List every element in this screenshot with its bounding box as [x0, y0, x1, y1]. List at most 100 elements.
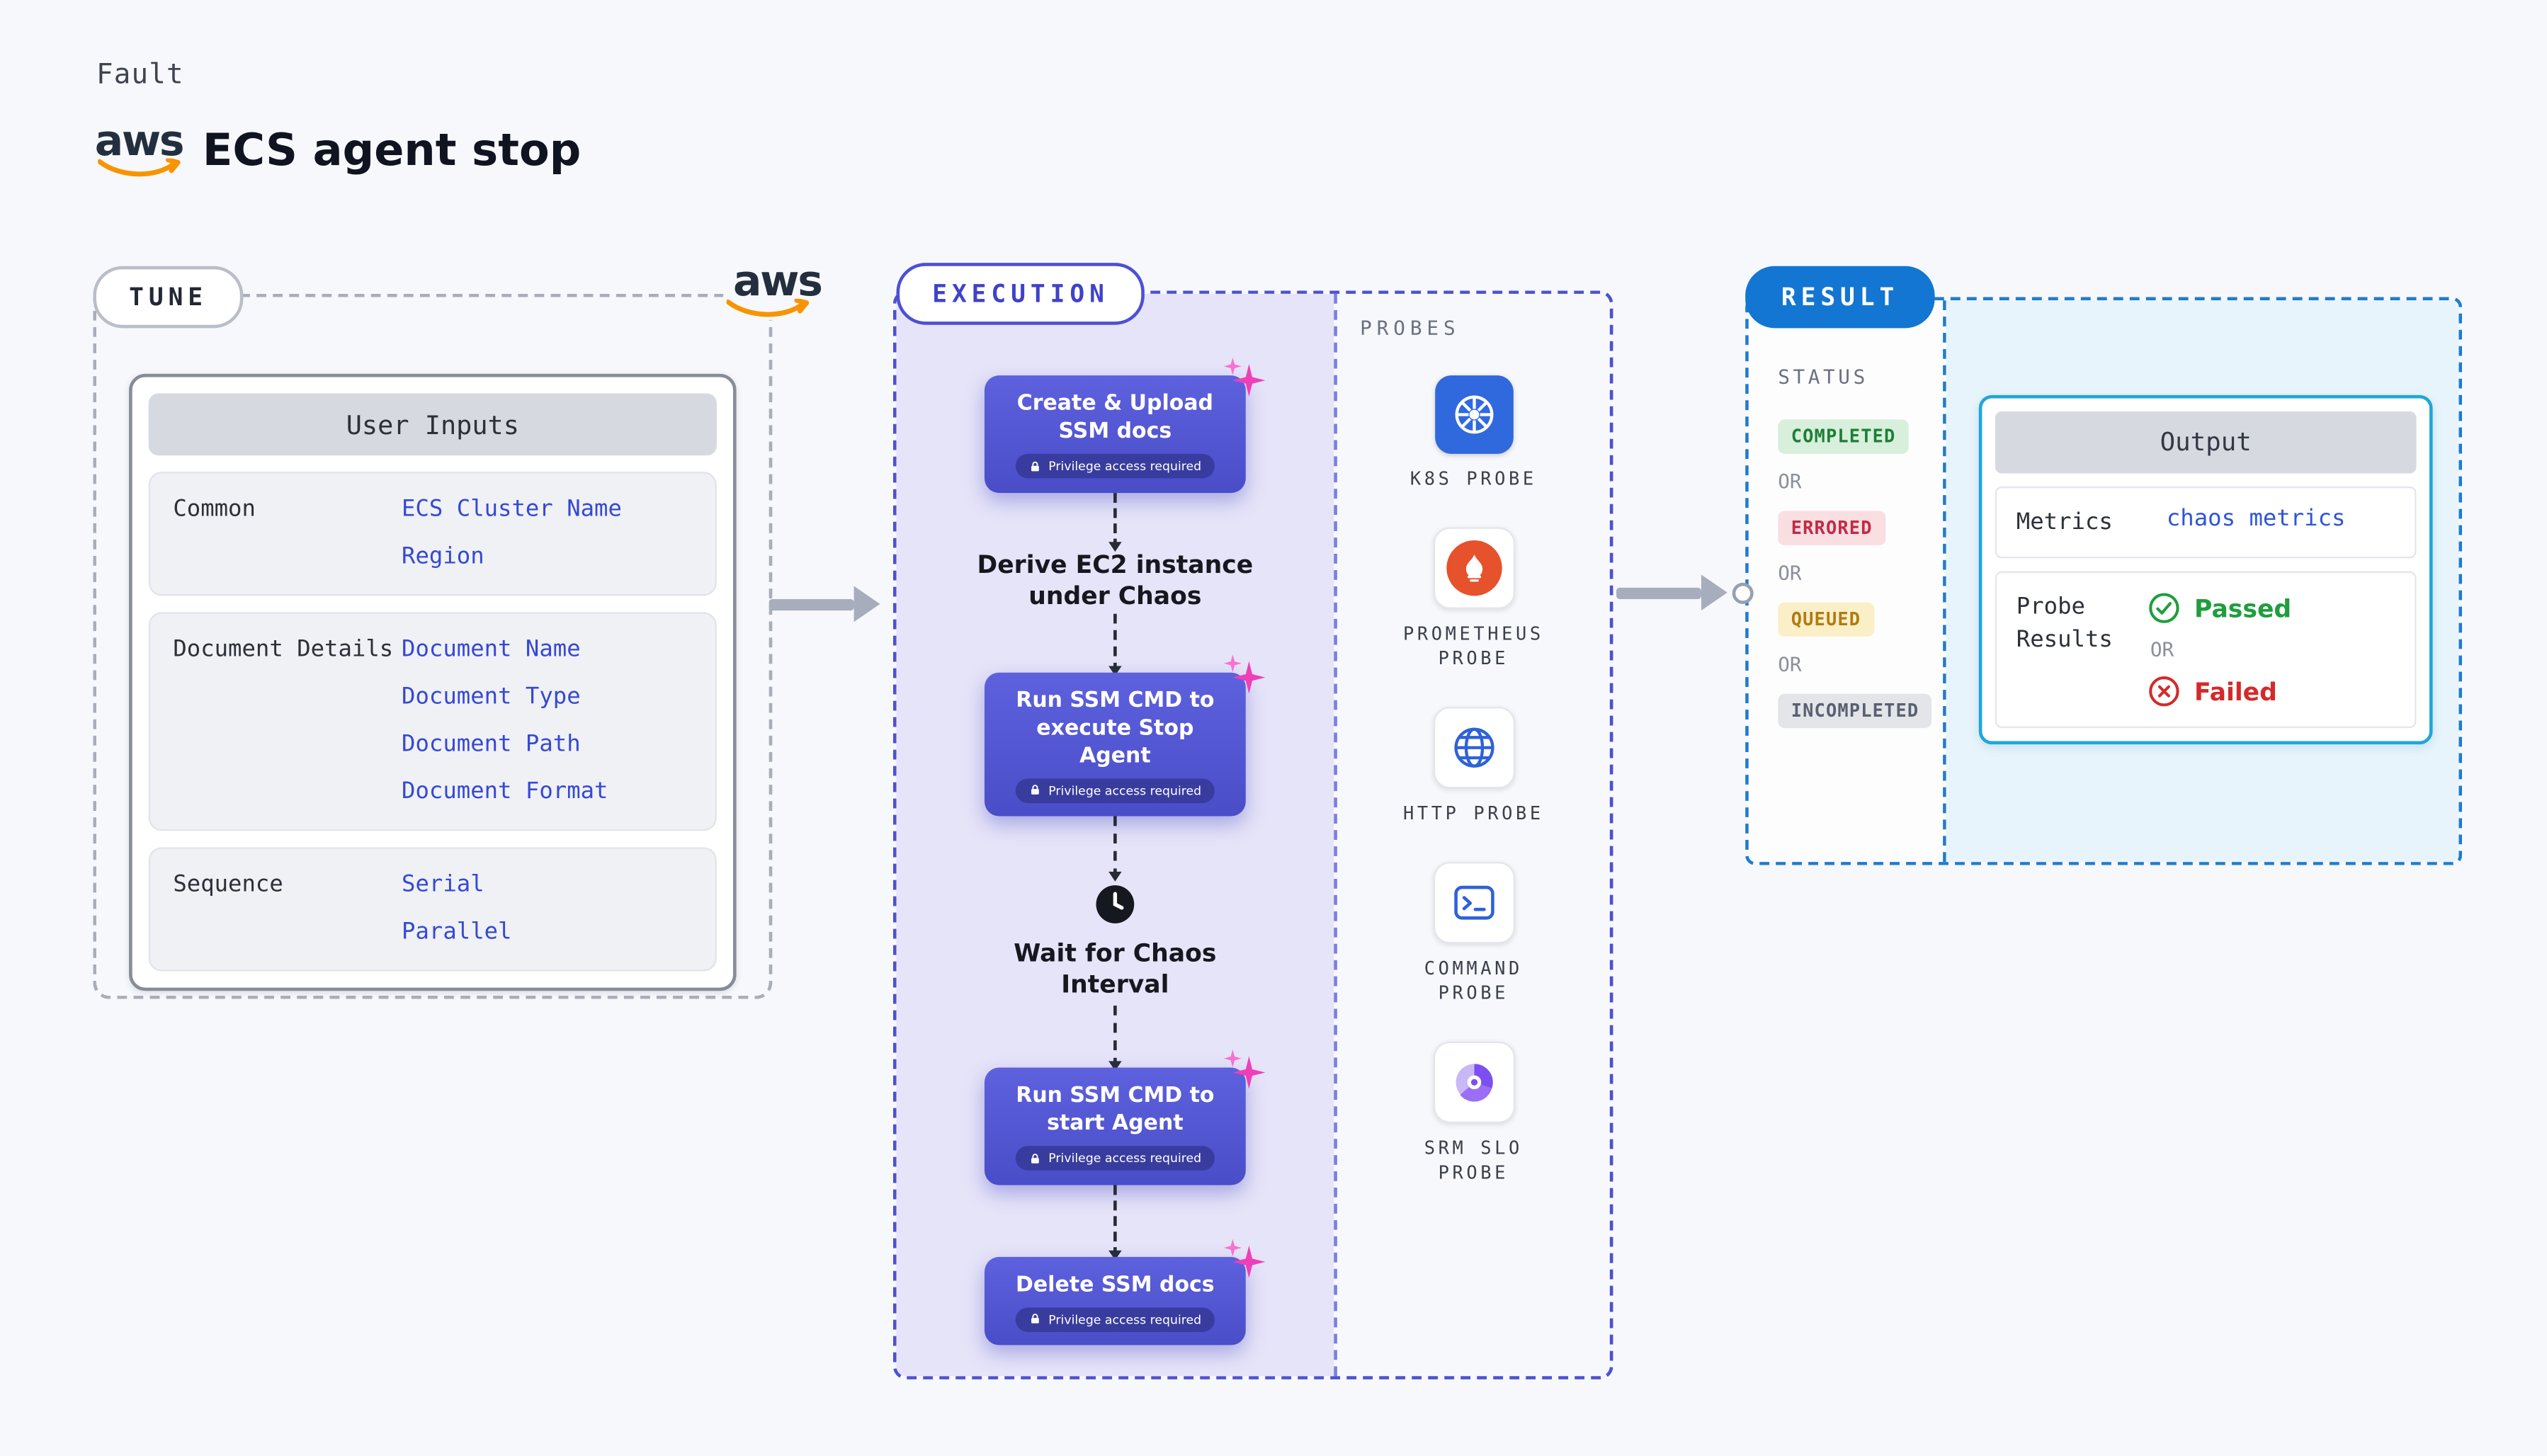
or-separator: OR	[1778, 561, 1802, 585]
arrow-line	[768, 598, 854, 610]
user-inputs-title: User Inputs	[148, 393, 717, 456]
step-label: Create & Upload SSM docs	[1016, 392, 1214, 444]
or-separator: OR	[1778, 470, 1802, 494]
http-icon	[1432, 707, 1514, 789]
page-title: ECS agent stop	[202, 125, 582, 176]
aws-logo-text: aws	[94, 117, 185, 167]
srm-slo-icon	[1432, 1041, 1514, 1123]
aws-smile-icon	[726, 298, 810, 317]
passed-line: Passed	[2147, 591, 2291, 625]
arrow-head	[1701, 574, 1728, 611]
probes-panel: PROBES K8S PRO	[1334, 293, 1610, 1377]
probe-http[interactable]: HTTP PROBE	[1395, 707, 1552, 826]
status-badge-incompleted: INCOMPLETED	[1778, 693, 1932, 729]
flow-arrow-tune-to-execution	[768, 586, 880, 622]
status-badge-queued: QUEUED	[1778, 602, 1874, 637]
lock-icon	[1031, 460, 1040, 471]
status-panel: STATUS COMPLETED OR ERRORED OR QUEUED OR…	[1748, 300, 1946, 863]
tune-section: aws User Inputs Common ECS Cluster Name …	[93, 261, 832, 999]
probes-title: PROBES	[1360, 317, 1460, 340]
arrow-line	[1616, 586, 1701, 598]
execution-label: EXECUTION	[896, 263, 1145, 325]
probe-srm-slo[interactable]: SRM SLO PROBE	[1395, 1041, 1552, 1185]
probe-results-values: Passed OR Failed	[2147, 591, 2291, 708]
link-serial[interactable]: Serial	[402, 871, 484, 898]
step-label: Delete SSM docs	[1016, 1272, 1215, 1297]
k8s-icon	[1434, 375, 1513, 454]
row-label-document-details: Document Details	[173, 636, 394, 663]
probe-results-label: Probe Results	[2016, 594, 2113, 654]
metrics-row: Metrics chaos metrics	[1995, 486, 2417, 559]
step-label: Run SSM CMD to execute Stop Agent	[1016, 688, 1215, 768]
sparkle-icon	[1223, 357, 1266, 397]
privilege-badge: Privilege access required	[1016, 778, 1215, 802]
clock-icon	[1096, 885, 1135, 923]
link-document-format[interactable]: Document Format	[402, 778, 608, 805]
sparkle-icon	[1223, 654, 1266, 693]
step-run-ssm-cmd-stop-agent[interactable]: Run SSM CMD to execute Stop Agent Privil…	[984, 654, 1266, 817]
probe-results-row: Probe Results Passed OR	[1995, 571, 2417, 729]
privilege-badge-text: Privilege access required	[1048, 458, 1202, 474]
privilege-badge: Privilege access required	[1016, 1146, 1215, 1171]
failed-label: Failed	[2194, 676, 2277, 706]
lock-icon	[1031, 785, 1040, 795]
probe-label: PROMETHEUS PROBE	[1402, 623, 1544, 670]
flow-connector	[1108, 491, 1122, 551]
aws-logo-text: aws	[732, 258, 823, 307]
lock-icon	[1031, 1314, 1040, 1324]
sparkle-icon	[1223, 1238, 1266, 1278]
probe-prometheus[interactable]: PROMETHEUS PROBE	[1395, 527, 1552, 671]
arrow-head	[853, 586, 880, 622]
result-section: STATUS COMPLETED OR ERRORED OR QUEUED OR…	[1745, 297, 2463, 865]
or-separator: OR	[2150, 638, 2174, 661]
step-delete-ssm-docs[interactable]: Delete SSM docs Privilege access require…	[984, 1238, 1266, 1346]
row-label-common: Common	[173, 496, 256, 523]
result-label: RESULT	[1745, 266, 1935, 329]
or-separator: OR	[1778, 653, 1802, 676]
input-row-document-details: Document Details Document Name Document …	[148, 612, 717, 831]
probe-command[interactable]: COMMAND PROBE	[1395, 862, 1552, 1006]
probe-k8s[interactable]: K8S PROBE	[1395, 375, 1552, 491]
step-create-upload-ssm-docs[interactable]: Create & Upload SSM docs Privilege acces…	[984, 357, 1266, 492]
output-title: Output	[1995, 411, 2417, 474]
output-card: Output Metrics chaos metrics Probe Resul…	[1978, 394, 2433, 745]
privilege-badge: Privilege access required	[1016, 453, 1215, 479]
user-inputs-card: User Inputs Common ECS Cluster Name Regi…	[129, 373, 737, 991]
probe-label: COMMAND PROBE	[1424, 958, 1523, 1004]
aws-logo: aws	[94, 117, 185, 180]
probe-label: HTTP PROBE	[1402, 803, 1544, 825]
app-header: aws ECS agent stop	[94, 117, 582, 180]
probe-label: K8S PROBE	[1409, 468, 1537, 490]
fault-type-label: Fault	[96, 58, 184, 92]
chaos-metrics-link[interactable]: chaos metrics	[2166, 506, 2346, 533]
connector-node	[1732, 582, 1754, 604]
execution-section: Create & Upload SSM docs Privilege acces…	[892, 290, 1613, 1380]
execution-flow: Create & Upload SSM docs Privilege acces…	[896, 294, 1334, 1376]
tune-label: TUNE	[93, 266, 244, 329]
command-icon	[1432, 862, 1514, 944]
link-parallel[interactable]: Parallel	[402, 918, 512, 945]
prometheus-icon	[1432, 527, 1514, 609]
lock-icon	[1031, 1153, 1040, 1163]
privilege-badge: Privilege access required	[1016, 1307, 1215, 1331]
link-ecs-cluster-name[interactable]: ECS Cluster Name	[402, 496, 622, 523]
step-wait-for-chaos-interval: Wait for Chaos Interval	[1009, 882, 1222, 1003]
link-document-type[interactable]: Document Type	[402, 683, 581, 710]
privilege-badge-text: Privilege access required	[1048, 783, 1202, 798]
x-circle-icon	[2149, 676, 2179, 707]
row-links: Serial Parallel	[402, 862, 692, 957]
link-document-path[interactable]: Document Path	[402, 731, 581, 758]
privilege-badge-text: Privilege access required	[1048, 1312, 1202, 1326]
privilege-badge-text: Privilege access required	[1048, 1151, 1202, 1166]
flow-connector	[1108, 1184, 1122, 1260]
flow-connector	[1108, 613, 1122, 676]
status-badge-completed: COMPLETED	[1778, 419, 1909, 454]
input-row-common: Common ECS Cluster Name Region	[148, 472, 717, 596]
link-document-name[interactable]: Document Name	[402, 636, 581, 663]
passed-label: Passed	[2194, 593, 2292, 623]
wait-text: Wait for Chaos Interval	[1014, 938, 1217, 999]
flow-connector	[1108, 816, 1122, 882]
link-region[interactable]: Region	[402, 543, 484, 570]
step-run-ssm-cmd-start-agent[interactable]: Run SSM CMD to start Agent Privilege acc…	[984, 1050, 1266, 1185]
